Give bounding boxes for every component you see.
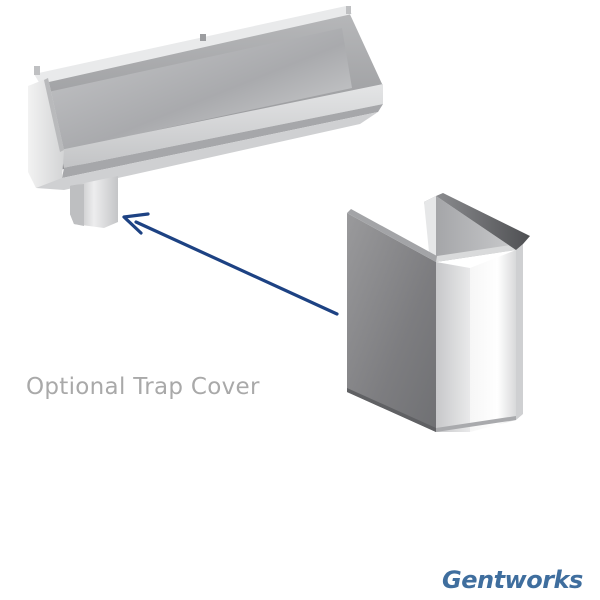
mounting-tab-right — [346, 6, 351, 14]
trap-cover-top-flange — [347, 209, 437, 262]
brand-logo: Gentworks — [442, 566, 583, 594]
trap-cover-inner-wall — [424, 196, 516, 262]
mounting-tab-left — [34, 66, 40, 75]
trough-basin — [48, 28, 352, 150]
spreader-inlet — [200, 34, 206, 41]
trap-cover — [347, 193, 530, 432]
trap-cover-chamfer-panel — [436, 262, 470, 432]
trap-cover-left-panel — [347, 213, 436, 432]
arrow-icon — [122, 212, 339, 316]
trough-end-panel — [28, 78, 64, 188]
trough-rim-back — [34, 6, 352, 84]
trough-front-face — [60, 84, 383, 168]
trough-underside — [35, 112, 378, 190]
trap-cover-caption: Optional Trap Cover — [26, 374, 260, 400]
trap-cover-right-panel — [470, 250, 516, 432]
trough-urinal — [28, 6, 383, 228]
trough-front-lip — [62, 104, 383, 178]
